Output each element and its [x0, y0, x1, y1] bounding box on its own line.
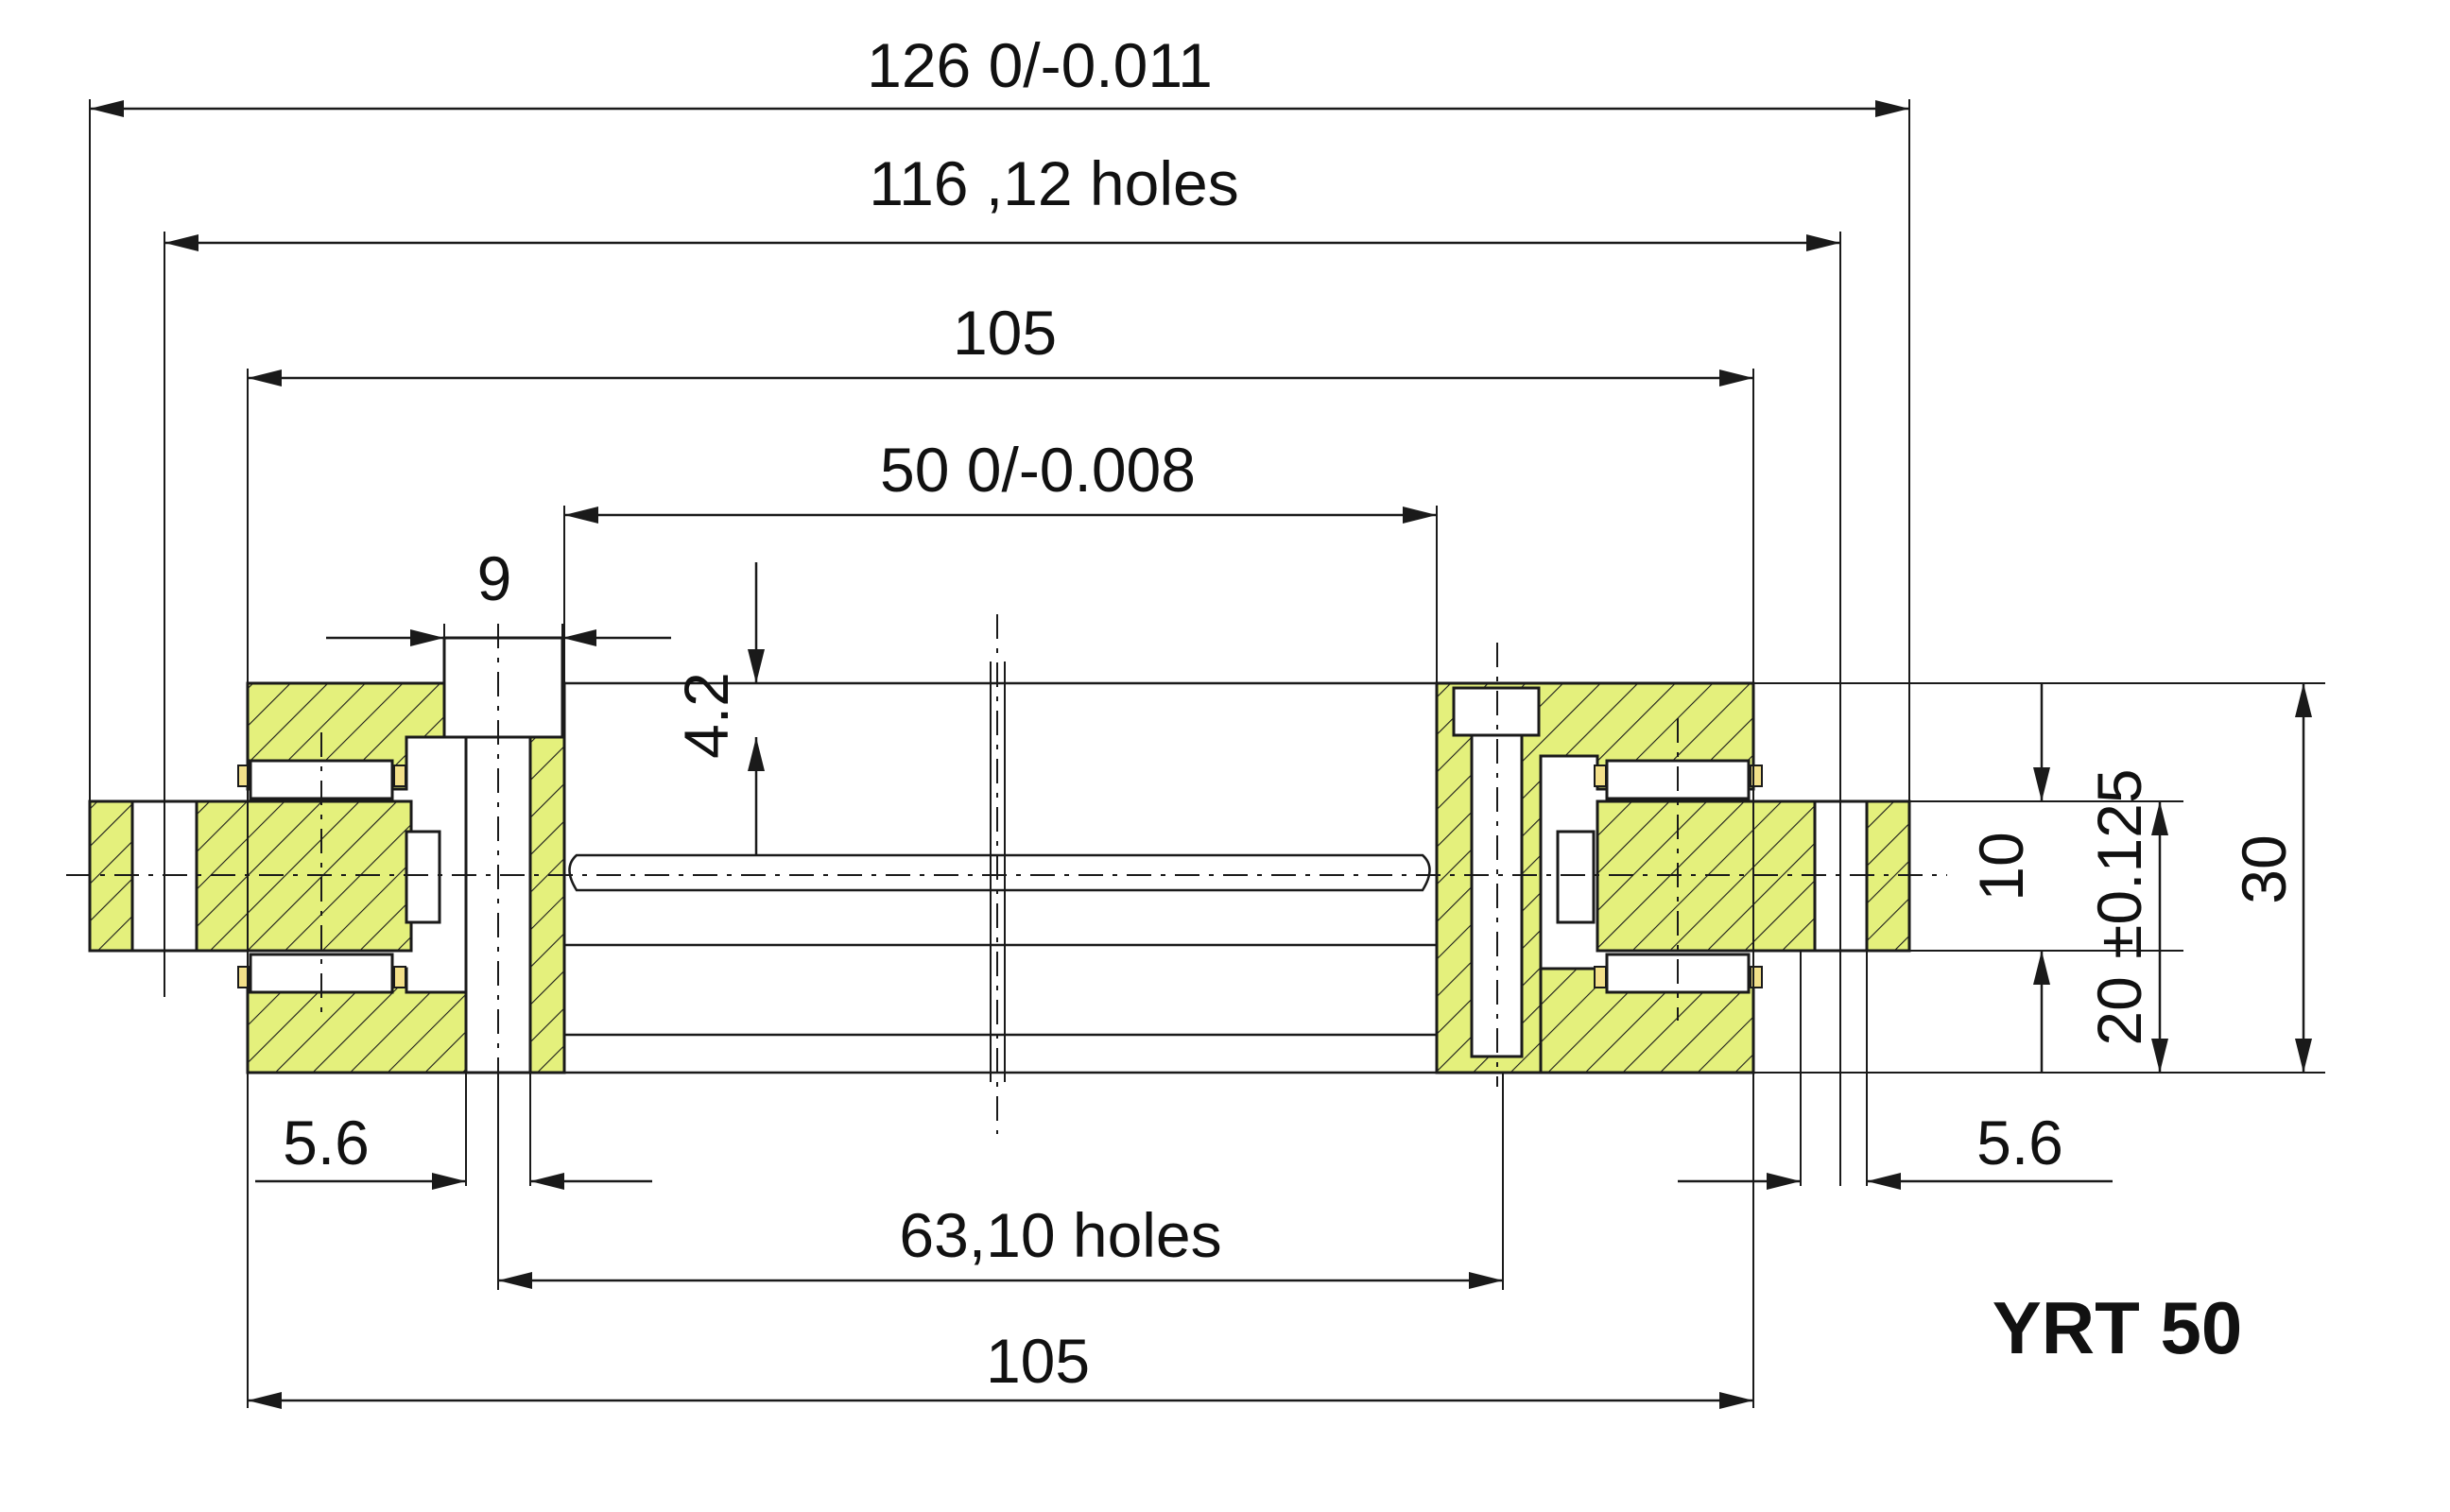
label-housing-width-bottom: 105: [986, 1326, 1090, 1396]
left-roller-side: [405, 830, 441, 924]
right-roller-side: [1556, 830, 1596, 924]
label-total-height: 30: [2229, 834, 2299, 903]
label-housing-width-top: 105: [953, 298, 1057, 368]
label-ring-height: 10: [1966, 832, 2036, 901]
dimension-labels: 126 0/-0.011 116 ,12 holes 105 50 0/-0.0…: [283, 30, 2299, 1396]
label-outer-holes: 116 ,12 holes: [869, 148, 1238, 218]
left-cage-2: [393, 765, 406, 787]
right-cage-3: [1594, 966, 1607, 988]
extension-lines: [89, 99, 2325, 1408]
label-bore: 50 0/-0.008: [880, 435, 1196, 505]
label-outer-diameter: 126 0/-0.011: [867, 30, 1213, 100]
left-counterbore: [442, 636, 564, 739]
right-cage-2: [1750, 765, 1763, 787]
left-cage-4: [393, 966, 406, 988]
right-cage-1: [1594, 765, 1607, 787]
right-section: [1435, 681, 1911, 1074]
label-height-tol: 20 ±0.125: [2084, 768, 2154, 1045]
label-inner-holes: 63,10 holes: [899, 1200, 1221, 1270]
dimension-lines: [90, 100, 2312, 1409]
left-section: [88, 636, 566, 1074]
label-depth: 4.2: [671, 672, 741, 759]
right-cage-4: [1750, 966, 1763, 988]
label-counterbore: 9: [477, 543, 512, 613]
drawing-title: YRT 50: [1993, 1286, 2242, 1369]
label-left-hole: 5.6: [283, 1108, 370, 1177]
label-right-hole: 5.6: [1976, 1108, 2063, 1177]
